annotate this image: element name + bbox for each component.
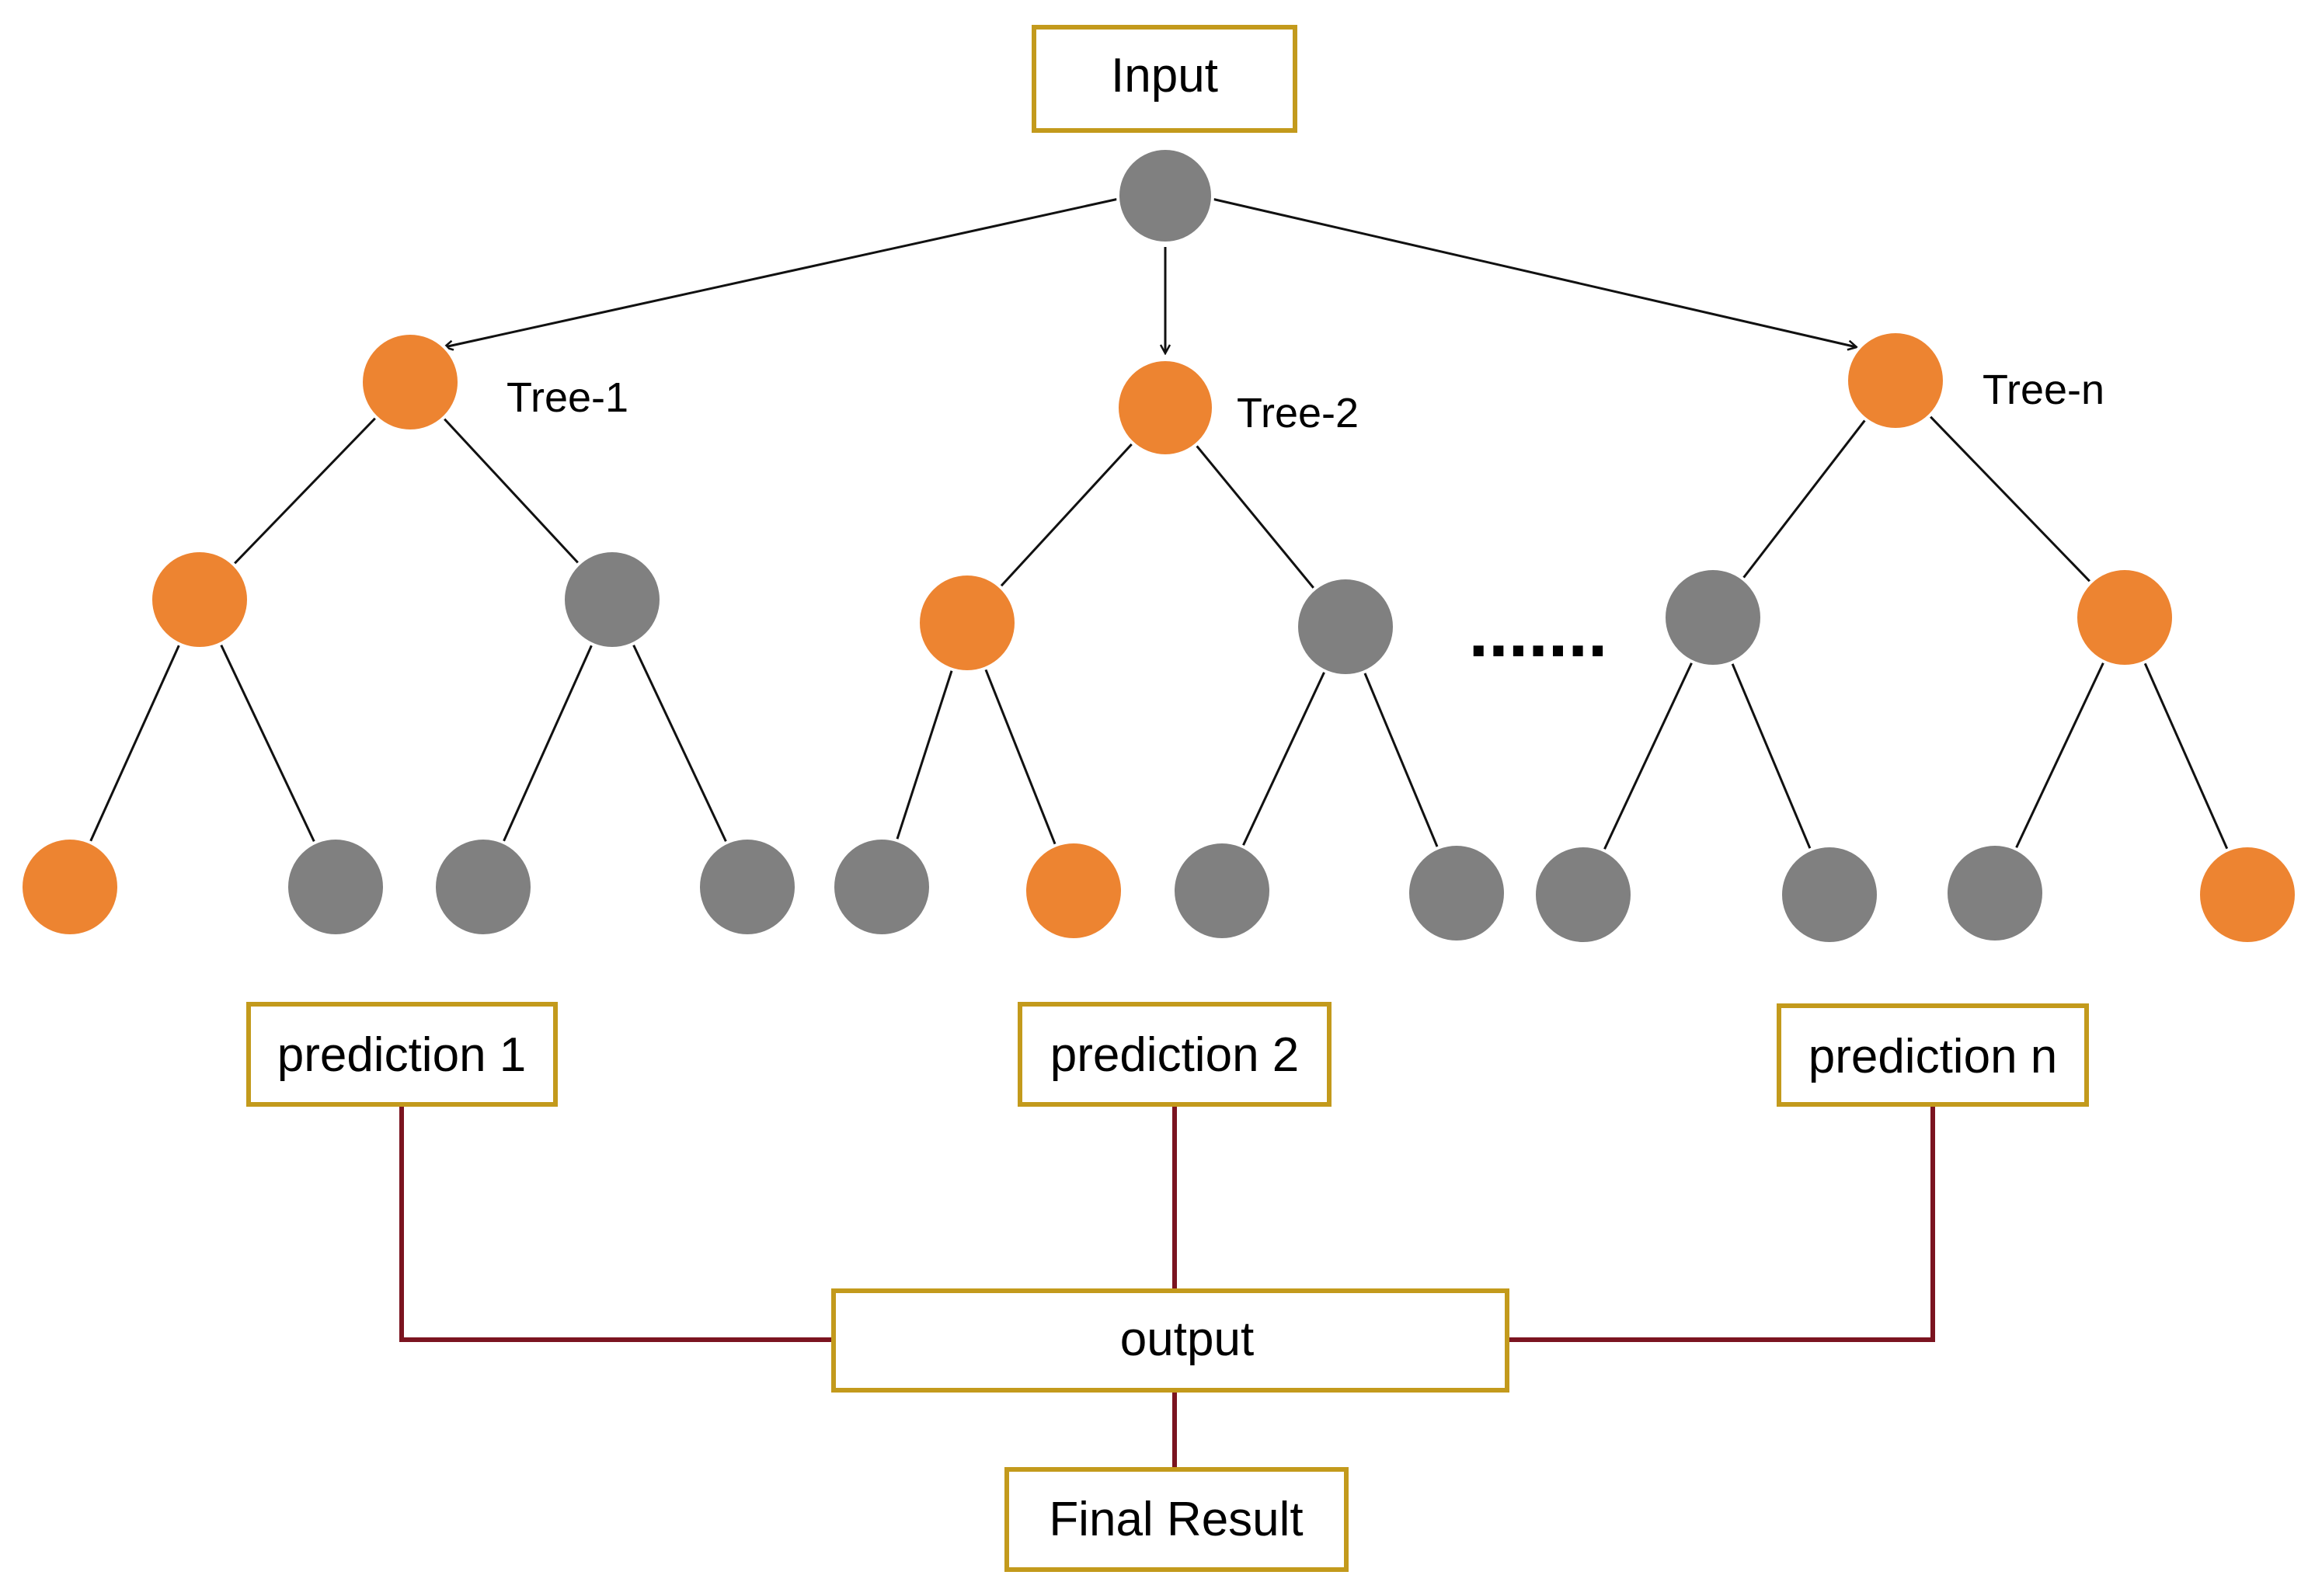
ellipsis: ....... [1469, 593, 1608, 672]
output-label: output [1120, 1313, 1254, 1366]
tree-n: Tree-n [1533, 330, 2298, 945]
tree-leaf [285, 836, 386, 937]
tree-node-root [1845, 330, 1946, 431]
tree-leaf [1944, 843, 2045, 944]
tree-node [562, 549, 663, 650]
prediction-box-2: prediction 2 [1018, 1002, 1332, 1107]
tree-node-root [1116, 358, 1215, 457]
arrow-to-tree-n [1211, 197, 1857, 347]
tree-node [917, 572, 1018, 673]
tree-leaf [1406, 843, 1507, 944]
tree-leaf [2197, 844, 2298, 945]
final-result-label: Final Result [1049, 1493, 1303, 1546]
tree-node [1295, 576, 1396, 677]
root-node [1116, 147, 1214, 245]
root-arrows [444, 197, 1857, 353]
tree-leaf [697, 836, 798, 937]
tree-leaf [1533, 844, 1634, 945]
tree-1-label: Tree-1 [507, 374, 628, 421]
tree-leaf [433, 836, 534, 937]
tree-node [1662, 567, 1763, 668]
arrow-to-tree-1 [444, 197, 1119, 347]
tree-leaf [1023, 840, 1124, 941]
tree-node-root [360, 332, 461, 433]
prediction-box-n: prediction n [1777, 1003, 2089, 1107]
final-result-box: Final Result [1004, 1467, 1349, 1572]
input-box: Input [1032, 25, 1297, 133]
tree-node [149, 549, 250, 650]
tree-node [2074, 567, 2175, 668]
prediction-n-label: prediction n [1808, 1030, 2058, 1083]
tree-2: Tree-2 [831, 358, 1507, 944]
prediction-connectors [399, 1104, 1935, 1469]
input-label: Input [1111, 49, 1218, 103]
tree-leaf [831, 836, 932, 937]
tree-1: Tree-1 [19, 332, 798, 937]
prediction-2-label: prediction 2 [1050, 1028, 1300, 1082]
tree-n-label: Tree-n [1983, 367, 2104, 413]
tree-leaf [1171, 840, 1272, 941]
prediction-1-label: prediction 1 [277, 1028, 527, 1082]
connector-prediction-1 [399, 1104, 834, 1342]
connector-prediction-n [1507, 1104, 1935, 1342]
prediction-box-1: prediction 1 [246, 1002, 558, 1107]
tree-leaf [19, 836, 120, 937]
tree-leaf [1779, 844, 1880, 945]
tree-2-label: Tree-2 [1237, 390, 1359, 436]
output-box: output [831, 1288, 1509, 1393]
